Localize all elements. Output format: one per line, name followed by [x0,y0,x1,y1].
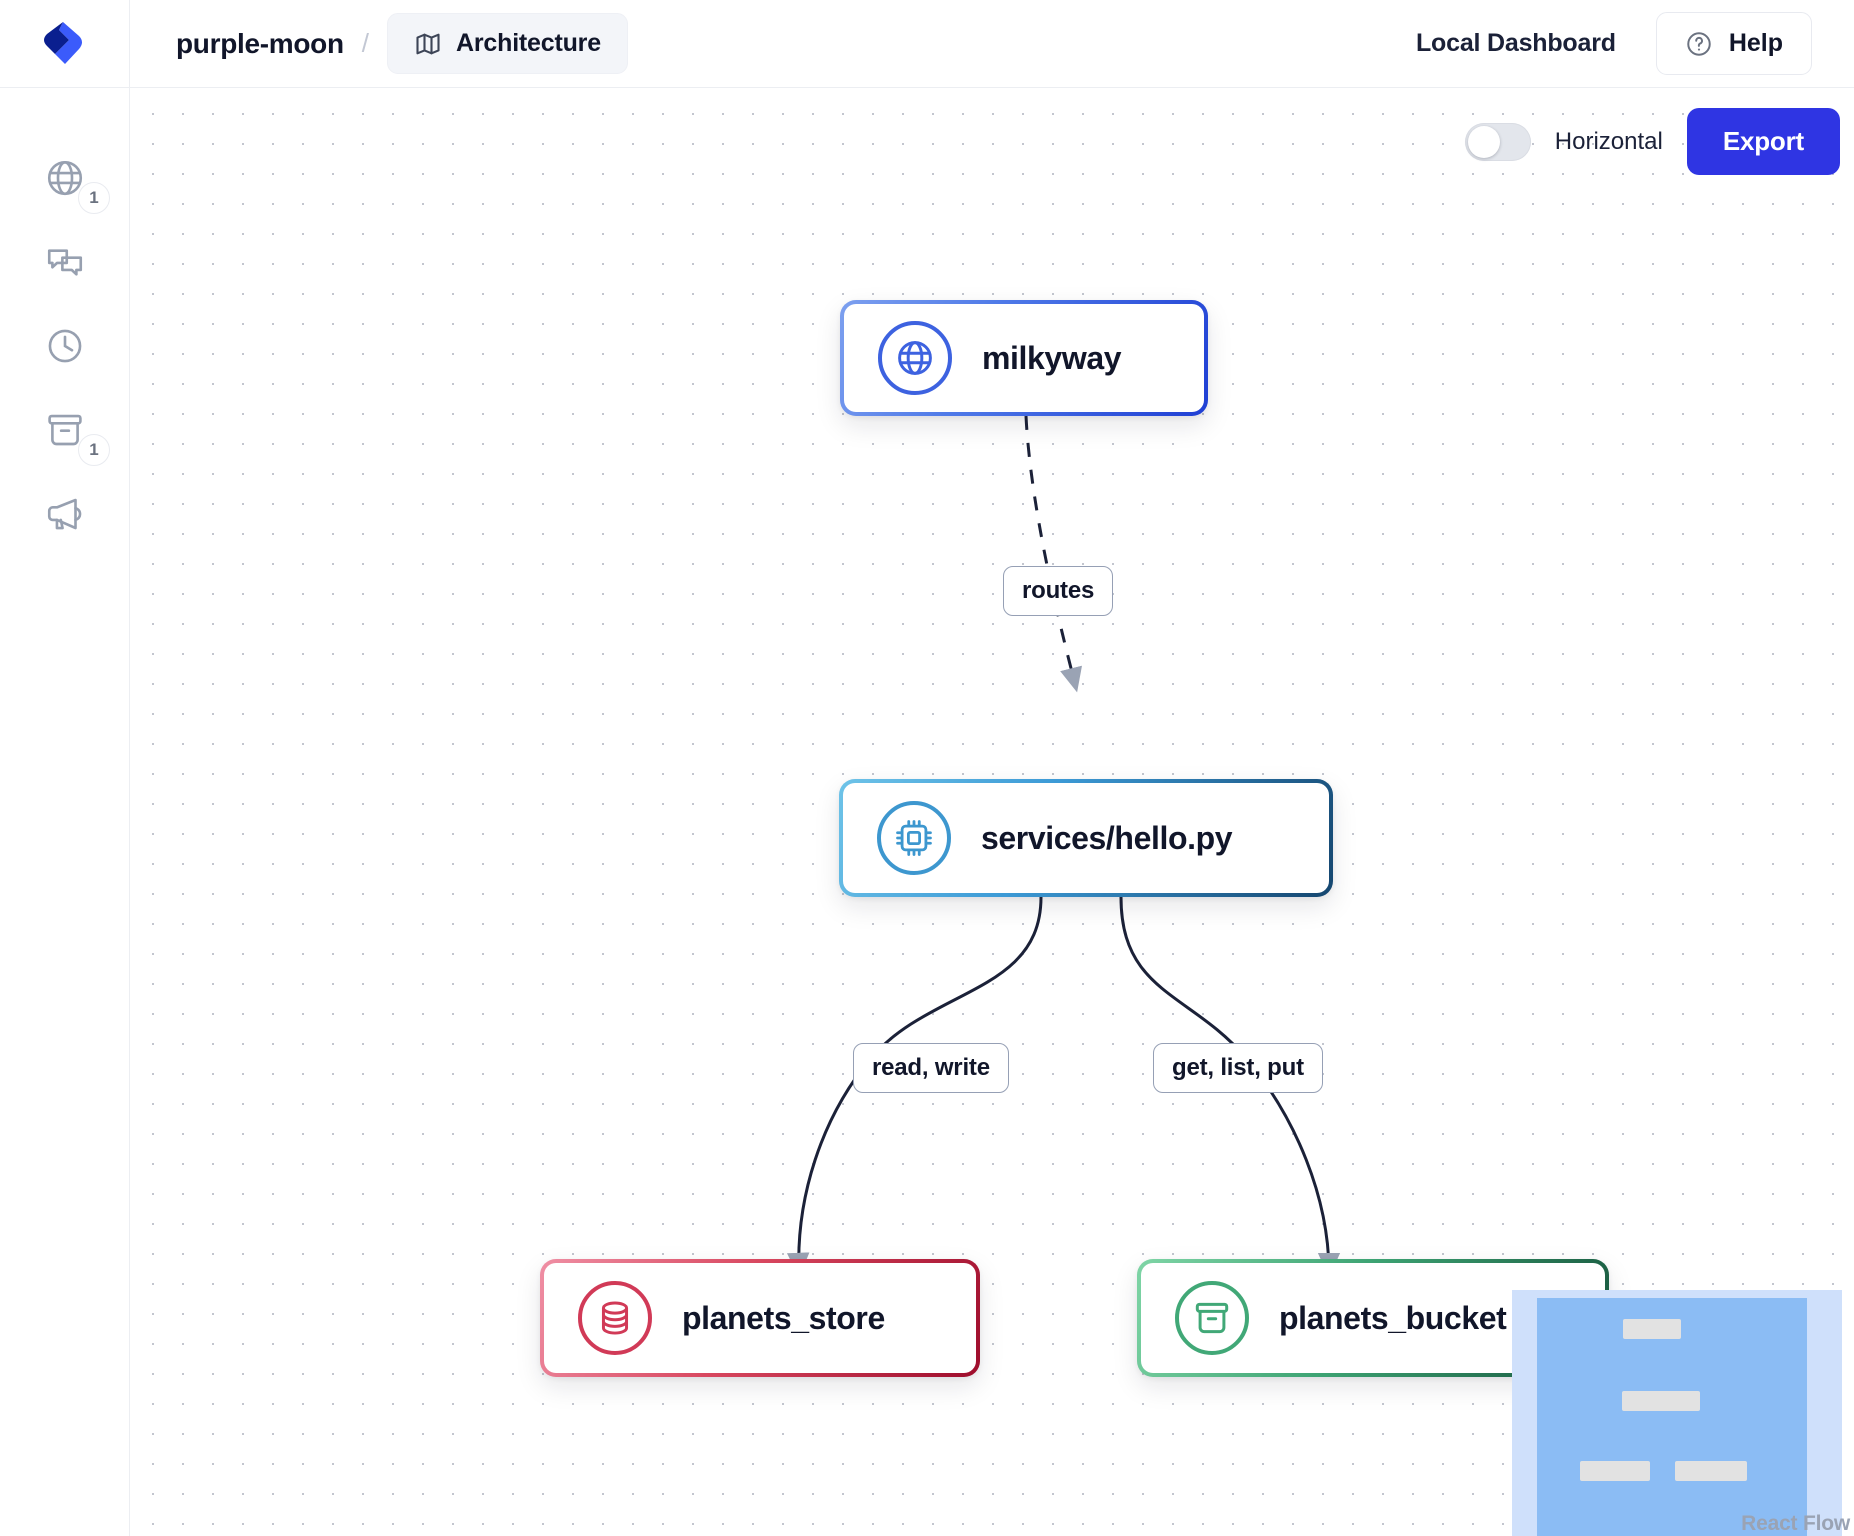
sidebar-badge-buckets: 1 [78,434,110,466]
sidebar-item-history[interactable] [0,304,130,388]
app-logo-icon [43,21,82,64]
edge-label-routes[interactable]: routes [1003,566,1114,616]
node-store-label: planets_store [682,1299,885,1336]
cpu-chip-icon [896,820,932,856]
sidebar-badge-endpoints: 1 [78,182,110,214]
help-button[interactable]: Help [1655,12,1812,75]
node-store[interactable]: planets_store [540,1259,980,1377]
chat-bubbles-icon [47,249,83,276]
edge-label-read-write[interactable]: read, write [853,1043,1009,1093]
left-sidebar: 1 1 [0,88,130,1536]
megaphone-icon [47,498,82,530]
breadcrumb-project[interactable]: purple-moon [176,27,344,59]
help-button-label: Help [1728,29,1783,57]
question-circle-icon [1687,31,1711,56]
app-logo[interactable] [0,0,130,88]
toggle-knob [1467,125,1500,158]
node-milkyway-icon-ring [878,321,952,395]
bucket-icon [1195,1302,1229,1334]
edge-label-get-list-put[interactable]: get, list, put [1153,1043,1323,1093]
node-store-icon-ring [578,1281,652,1355]
architecture-canvas[interactable]: Horizontal Export [131,88,1854,1536]
app-header: purple-moon / Architecture Local Dashboa… [0,0,1854,88]
bucket-icon [48,414,82,446]
map-icon [416,33,440,54]
sidebar-item-buckets[interactable]: 1 [0,388,130,472]
minimap-node [1623,1319,1681,1339]
canvas-toolbar: Horizontal Export [1464,108,1840,175]
minimap-viewport[interactable] [1537,1298,1807,1536]
node-milkyway[interactable]: milkyway [840,300,1208,416]
minimap[interactable] [1512,1290,1842,1536]
sidebar-item-endpoints[interactable]: 1 [0,136,130,220]
node-service[interactable]: services/hello.py [839,779,1333,897]
export-button[interactable]: Export [1686,108,1840,175]
sidebar-item-announcements[interactable] [0,472,130,556]
sidebar-item-messages[interactable] [0,220,130,304]
clock-icon [48,329,82,363]
node-service-label: services/hello.py [981,819,1233,856]
node-service-icon-ring [877,801,951,875]
node-milkyway-label: milkyway [982,339,1122,376]
tab-architecture-label: Architecture [456,29,601,57]
globe-icon [898,341,932,375]
database-icon [601,1301,629,1335]
minimap-node [1622,1391,1700,1411]
tab-architecture[interactable]: Architecture [387,13,628,74]
header-actions: Local Dashboard Help [1416,12,1854,75]
breadcrumb: purple-moon / Architecture [130,13,628,74]
orientation-toggle[interactable] [1464,122,1531,161]
node-bucket-label: planets_bucket [1279,1299,1507,1336]
node-bucket[interactable]: planets_bucket [1137,1259,1609,1377]
node-bucket-icon-ring [1175,1281,1249,1355]
orientation-toggle-label: Horizontal [1554,127,1663,155]
minimap-node [1675,1461,1747,1481]
globe-icon [47,160,83,196]
minimap-node [1580,1461,1650,1481]
local-dashboard-label: Local Dashboard [1415,29,1616,57]
edge-milkyway-service [1024,415,1083,693]
breadcrumb-separator: / [361,28,370,58]
react-flow-attribution[interactable]: React Flow [1741,1512,1850,1535]
